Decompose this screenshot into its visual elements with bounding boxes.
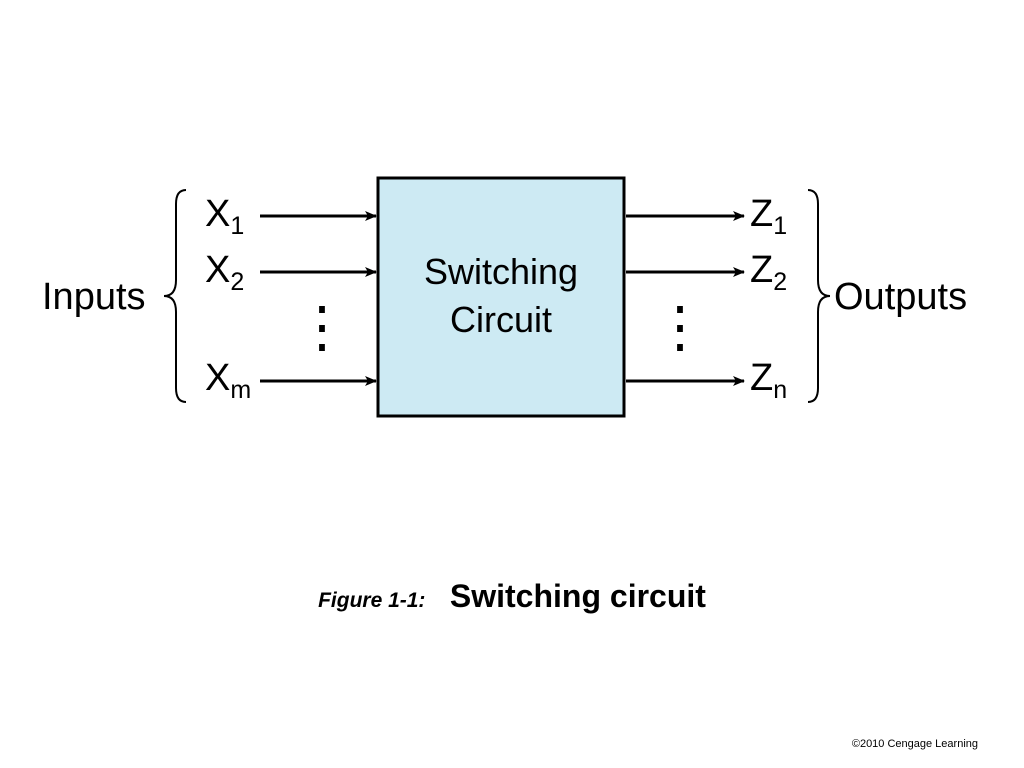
output-z1-label: Z1 [750, 193, 787, 240]
outputs-brace [807, 189, 831, 403]
figure-caption: Figure 1-1: Switching circuit [0, 578, 1024, 615]
box-label-line-2: Circuit [450, 299, 552, 340]
input-xm-label: Xm [205, 357, 251, 404]
output-ellipsis: ⋮ [652, 295, 708, 358]
figure-title: Switching circuit [449, 578, 706, 614]
input-x1-label: X1 [205, 193, 244, 240]
switching-circuit-diagram: Switching Circuit Inputs X1 X2 Xm ⋮ ⋮ Z1… [42, 176, 967, 418]
switching-circuit-box [376, 176, 626, 418]
input-ellipsis: ⋮ [294, 295, 350, 358]
outputs-label: Outputs [834, 276, 967, 318]
output-zn-label: Zn [750, 357, 787, 404]
box-label-line-1: Switching [424, 251, 578, 292]
input-x2-label: X2 [205, 249, 244, 296]
figure-number: Figure 1-1: [318, 589, 426, 612]
inputs-brace [163, 189, 187, 403]
inputs-label: Inputs [42, 276, 146, 318]
output-z2-label: Z2 [750, 249, 787, 296]
copyright-notice: ©2010 Cengage Learning [851, 738, 978, 750]
